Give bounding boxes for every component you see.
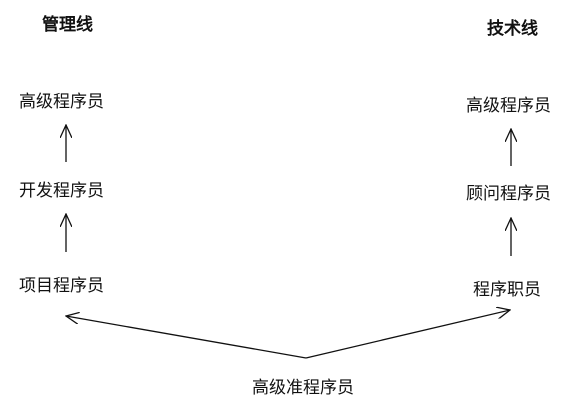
mgmt-project-programmer: 项目程序员 xyxy=(19,276,104,296)
arrow-root-to-tech xyxy=(305,310,510,359)
technical-track-heading: 技术线 xyxy=(487,19,538,39)
tech-senior-programmer: 高级程序员 xyxy=(466,96,551,116)
root-associate-senior-programmer: 高级准程序员 xyxy=(252,378,354,398)
mgmt-development-programmer: 开发程序员 xyxy=(19,181,104,201)
mgmt-senior-programmer: 高级程序员 xyxy=(19,92,104,112)
management-track-heading: 管理线 xyxy=(42,15,93,35)
arrow-root-to-mgmt xyxy=(66,316,307,359)
tech-programmer-clerk: 程序职员 xyxy=(473,280,541,300)
tech-consultant-programmer: 顾问程序员 xyxy=(466,184,551,204)
